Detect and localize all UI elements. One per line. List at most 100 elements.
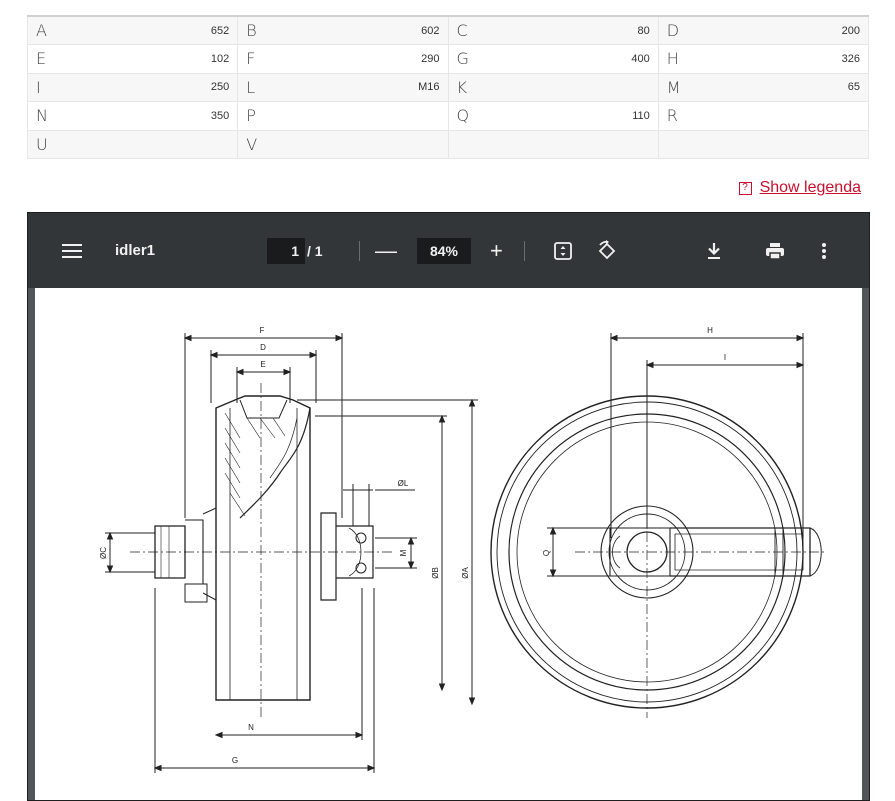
page-number-input[interactable]: 1 — [267, 213, 305, 288]
dim-label: A — [36, 21, 47, 40]
zoom-out-button[interactable]: — — [375, 237, 397, 263]
table-cell: R — [657, 101, 870, 131]
dim-label-g: G — [232, 756, 238, 765]
dim-label-c: ØC — [99, 547, 108, 559]
show-legenda-link[interactable]: ? Show legenda — [738, 179, 861, 197]
table-cell: D 200 — [657, 15, 870, 45]
dim-label: I — [36, 77, 41, 97]
table-cell: C 80 — [447, 15, 659, 45]
dim-label: M — [666, 77, 681, 97]
table-cell: N 350 — [26, 101, 239, 131]
zoom-in-button[interactable]: + — [490, 237, 503, 263]
pdf-viewer: idler1 1 / 1 — 84% + — [27, 212, 870, 801]
dim-label-e: E — [260, 360, 265, 369]
dim-label: F — [246, 49, 256, 69]
pdf-toolbar: idler1 1 / 1 — 84% + — [28, 213, 869, 288]
table-cell — [447, 129, 659, 159]
dim-value: 290 — [421, 52, 440, 65]
table-cell: F 290 — [237, 44, 449, 74]
dim-label: P — [246, 106, 256, 126]
dim-label: U — [36, 134, 48, 154]
table-cell: P — [237, 101, 449, 131]
table-cell: L M16 — [237, 72, 449, 102]
table-cell: B 602 — [237, 15, 449, 45]
dim-label: N — [36, 106, 48, 126]
fit-page-button[interactable] — [553, 213, 573, 288]
table-cell: G 400 — [447, 44, 659, 74]
table-cell: M 65 — [657, 72, 870, 102]
dim-label: V — [246, 134, 258, 154]
dimensions-table: A 652 B 602 C 80 D 200 E 102 F 290 G 400 H 326 I… — [26, 15, 870, 159]
rotate-button[interactable] — [596, 213, 618, 288]
fit-page-icon — [554, 241, 572, 260]
question-icon: ? — [738, 181, 752, 195]
table-cell: E 102 — [26, 44, 239, 74]
download-button[interactable] — [706, 213, 722, 288]
dim-value: 652 — [210, 24, 230, 37]
dim-label: H — [666, 49, 679, 69]
zoom-level-input[interactable]: 84% — [417, 213, 471, 288]
table-row: U V — [26, 129, 870, 159]
dim-value: 65 — [847, 81, 860, 94]
hamburger-icon — [62, 243, 82, 258]
dim-label-m: M — [399, 549, 408, 556]
menu-button[interactable] — [62, 213, 82, 288]
dim-label-i: I — [724, 353, 726, 362]
show-legenda-label: Show legenda — [759, 179, 861, 196]
table-cell: Q 110 — [447, 101, 659, 131]
dim-label-b: ØB — [431, 567, 440, 579]
pdf-page: F D E — [35, 288, 862, 800]
dim-label-d: D — [260, 343, 266, 352]
dim-label: E — [36, 49, 47, 69]
dim-label: C — [456, 21, 468, 40]
dim-label: D — [666, 21, 680, 40]
rotate-icon — [598, 239, 616, 259]
idler-technical-drawing: F D E — [99, 326, 825, 773]
more-options-button[interactable] — [821, 213, 827, 288]
zoom-level: 84% — [417, 237, 471, 264]
dim-label-a: ØA — [461, 567, 470, 579]
table-cell: H 326 — [657, 44, 870, 74]
page-current: 1 — [267, 237, 305, 264]
page-total: / 1 — [307, 242, 323, 259]
dim-value: 200 — [841, 24, 860, 37]
dim-value: 102 — [210, 52, 230, 65]
table-cell: K — [447, 72, 659, 102]
dim-value: 326 — [841, 52, 860, 65]
dim-value: 110 — [632, 109, 650, 122]
table-row: A 652 B 602 C 80 D 200 — [26, 15, 870, 45]
side-view: F D E — [99, 326, 478, 773]
dim-label: R — [666, 106, 678, 126]
dim-label: K — [456, 77, 468, 97]
dim-value: M16 — [418, 81, 440, 94]
dim-label-l: ØL — [398, 479, 409, 488]
dim-value: 250 — [210, 81, 230, 94]
print-button[interactable] — [765, 213, 785, 288]
dim-label: L — [246, 77, 256, 97]
dim-label-q: Q — [542, 550, 551, 556]
table-cell: U — [26, 129, 239, 159]
document-title: idler1 — [115, 242, 156, 259]
table-cell: I 250 — [26, 72, 239, 102]
dim-label: Q — [456, 106, 470, 126]
dim-label: B — [246, 21, 257, 40]
table-cell: A 652 — [26, 15, 239, 45]
table-row: I 250 L M16 K M 65 — [26, 72, 870, 102]
dim-label-n: N — [248, 723, 254, 732]
toolbar-divider — [524, 241, 525, 261]
dim-value: 602 — [421, 24, 440, 37]
dim-label-h: H — [707, 326, 713, 335]
dim-value: 80 — [637, 24, 650, 37]
more-vert-icon — [822, 242, 826, 259]
table-row: N 350 P Q 110 R — [26, 101, 870, 131]
print-icon — [766, 242, 784, 260]
dim-label: G — [456, 49, 469, 69]
table-row: E 102 F 290 G 400 H 326 — [26, 44, 870, 74]
dim-label-f: F — [260, 326, 265, 335]
table-cell — [657, 129, 870, 159]
front-view: H I — [490, 326, 825, 718]
dim-value: 350 — [210, 109, 230, 122]
toolbar-divider — [359, 241, 360, 261]
dim-value: 400 — [631, 52, 650, 65]
table-cell: V — [237, 129, 449, 159]
